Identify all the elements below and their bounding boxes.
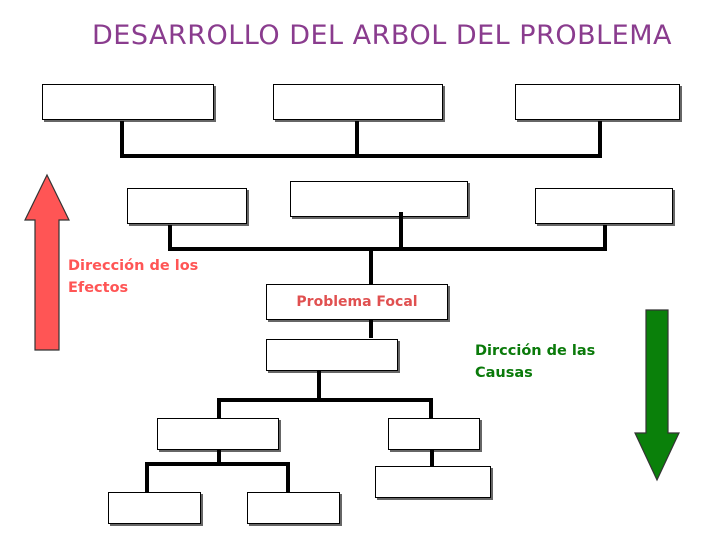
- connector-line: [429, 398, 433, 418]
- connector-line: [399, 212, 403, 250]
- effects-direction-label: Dirección de los Efectos: [68, 255, 198, 299]
- connector-line: [369, 320, 373, 338]
- effects-direction-line2: Efectos: [68, 280, 129, 296]
- connector-line: [168, 247, 607, 251]
- effect-box-top-center: [273, 84, 443, 120]
- connector-line: [120, 154, 602, 158]
- connector-line: [217, 450, 221, 465]
- effects-direction-line1: Dirección de los: [68, 258, 199, 274]
- connector-line: [145, 462, 290, 466]
- connector-line: [168, 225, 172, 250]
- effect-box-mid-center: [290, 181, 468, 217]
- connector-line: [430, 450, 434, 467]
- connector-line: [317, 371, 321, 401]
- cause-box-right: [388, 418, 480, 450]
- causes-direction-label: Dircción de las Causas: [475, 340, 595, 384]
- diagram-title: DESARROLLO DEL ARBOL DEL PROBLEMA: [92, 20, 672, 51]
- connector-line: [286, 462, 290, 492]
- connector-line: [217, 398, 221, 418]
- connector-line: [598, 121, 602, 157]
- arrow-up-icon: [24, 173, 70, 351]
- cause-box-bottom-center: [247, 492, 340, 524]
- effect-box-top-left: [42, 84, 214, 120]
- effect-box-mid-right: [535, 188, 673, 224]
- cause-box-bottom-right: [375, 466, 491, 498]
- connector-line: [120, 121, 124, 157]
- connector-line: [355, 121, 359, 157]
- effect-box-mid-left: [127, 188, 247, 224]
- cause-box-main: [266, 339, 398, 371]
- causes-direction-line1: Dircción de las: [475, 343, 596, 359]
- cause-box-bottom-left: [108, 492, 201, 524]
- arrow-down-icon: [634, 309, 680, 482]
- causes-direction-line2: Causas: [475, 365, 533, 381]
- connector-line: [145, 462, 149, 492]
- focal-problem-box: Problema Focal: [266, 284, 448, 320]
- effect-box-top-right: [515, 84, 680, 120]
- connector-line: [369, 248, 373, 284]
- connector-line: [217, 398, 433, 402]
- cause-box-left: [157, 418, 279, 450]
- connector-line: [603, 225, 607, 250]
